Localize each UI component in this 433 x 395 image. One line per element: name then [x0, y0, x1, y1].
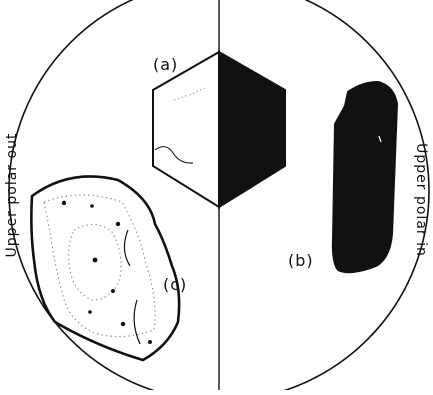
label-a: (a) — [153, 55, 178, 74]
side-label-upper-polar-in: Upper polar in — [413, 143, 429, 257]
crystal-c-fracture-1 — [124, 230, 130, 266]
side-label-upper-polar-out: Upper polar out — [4, 133, 20, 258]
label-c: (c) — [163, 275, 187, 294]
label-b: (b) — [288, 251, 314, 270]
crystal-b-black-grain — [333, 82, 397, 272]
crystal-c-outer-dotted-zone — [44, 195, 155, 337]
crystal-a-white-half — [153, 52, 219, 207]
crystal-c-fracture-2 — [134, 300, 140, 344]
crystal-c-inclusion-dots — [62, 201, 152, 344]
crystal-a — [153, 52, 285, 207]
crystal-a-black-half — [219, 52, 285, 207]
crystal-c-outline — [31, 176, 179, 360]
crystal-c — [31, 176, 179, 360]
